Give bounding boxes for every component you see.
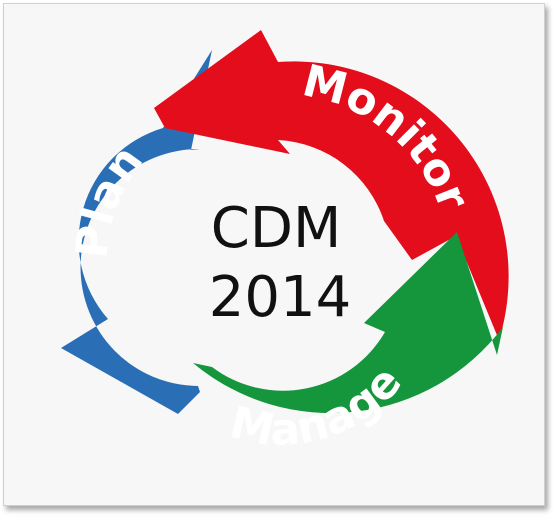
- manage-arrow: [193, 232, 503, 414]
- center-year: 2014: [209, 265, 352, 330]
- center-title: CDM: [211, 196, 342, 261]
- monitor-arrow: [154, 30, 509, 340]
- manage-label: Manage: [225, 357, 411, 457]
- manage-label-text: Manage: [225, 357, 411, 457]
- plan-arrow: [61, 50, 212, 414]
